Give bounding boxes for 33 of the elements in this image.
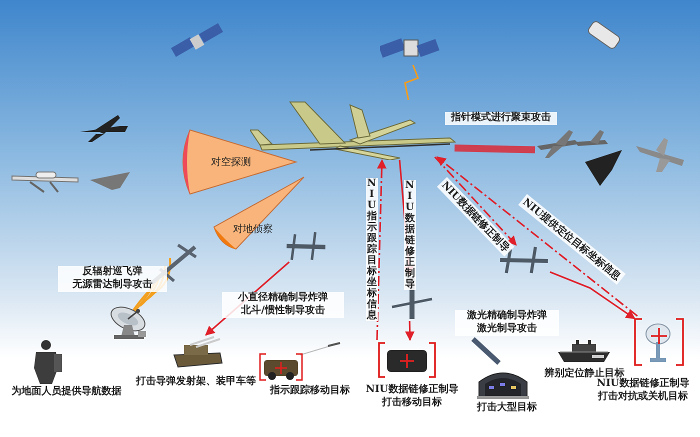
cone-label: 对空探测: [211, 156, 251, 169]
node-label: 打击导弹发射架、装甲车等: [134, 376, 257, 388]
node-label: 打击大型目标: [476, 402, 538, 414]
node-label: 北斗/惯性制导攻击: [222, 305, 344, 318]
node-label: 小直径精确制导炸弹: [222, 292, 344, 304]
node-label: 为地面人员提供导航数据: [10, 386, 122, 398]
boat-picture: [556, 338, 612, 364]
node-label: 打击移动目标: [380, 397, 443, 410]
laser-beam: [454, 144, 536, 154]
node-label: 指针模式进行聚束攻击: [445, 112, 557, 124]
radar-target-picture: [632, 316, 686, 368]
arrow: [434, 156, 517, 246]
node-label: 指示跟踪移动目标: [268, 385, 351, 398]
cone-label: 对地侦察: [233, 222, 273, 236]
armored-target-picture: [377, 340, 437, 380]
edge-label: NIU指示跟踪目标坐标信息: [366, 178, 378, 321]
small-drone-picture: [285, 230, 327, 262]
node-label: 激光制导攻击: [455, 323, 559, 336]
node-label: 激光精确制导炸弹: [455, 310, 559, 322]
air-detection-cone: [180, 128, 298, 196]
laser-bomb-picture: [470, 336, 502, 366]
node-label: 反辐射巡飞弹: [58, 266, 167, 278]
node-label: NIU数据链修正制导: [364, 384, 460, 396]
node-label: 辨别定位静止目标: [544, 368, 624, 379]
node-label: 打击对抗或关机目标: [596, 391, 689, 404]
edge-label: NIU数据链修正制导: [404, 180, 416, 290]
node-label: 无源雷达制导攻击: [58, 279, 167, 292]
arrow: [405, 320, 415, 341]
arrow: [550, 271, 636, 320]
node-label: NIU数据链修正制导: [596, 378, 690, 390]
arrow: [436, 156, 638, 317]
arrow: [376, 159, 387, 340]
ground-recon-cone: [212, 175, 306, 251]
